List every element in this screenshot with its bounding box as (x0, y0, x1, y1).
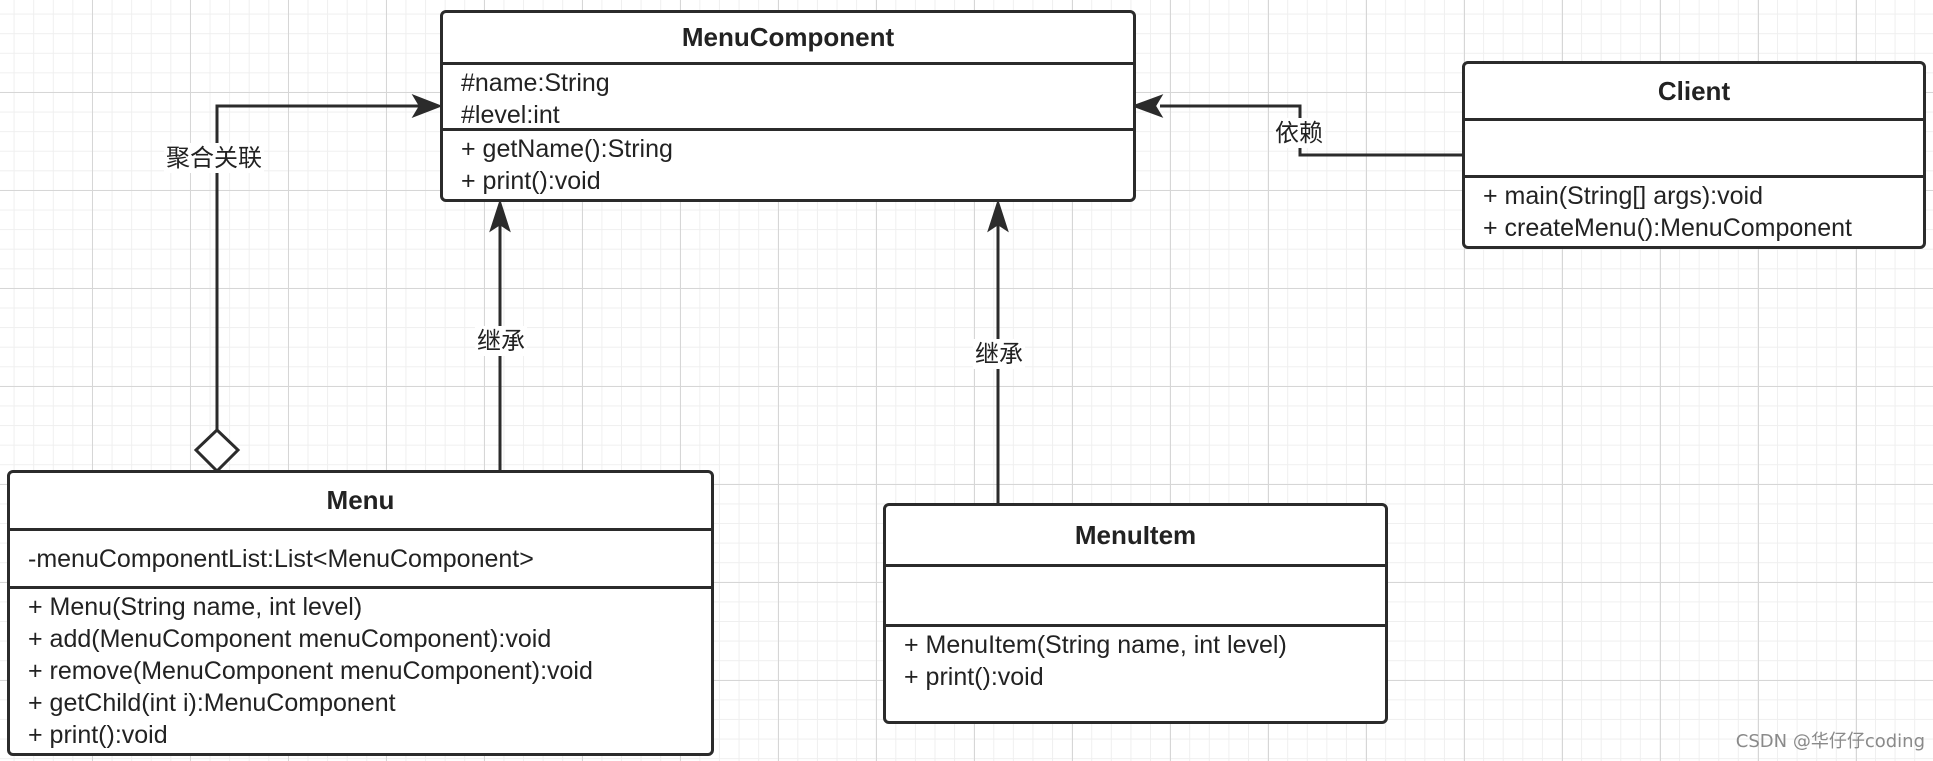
class-name: Client (1465, 64, 1923, 122)
aggregation-line (215, 104, 420, 430)
method: + main(String[] args):void (1483, 182, 1763, 210)
attribute: #name:String (461, 69, 610, 97)
method: + print():void (461, 167, 601, 195)
method: + print():void (904, 663, 1044, 691)
class-menu[interactable]: Menu -menuComponentList:List<MenuCompone… (7, 470, 714, 756)
class-name: MenuComponent (443, 13, 1133, 65)
attribute: #level:int (461, 101, 560, 129)
class-name: MenuItem (886, 506, 1385, 567)
attributes-section: -menuComponentList:List<MenuComponent> (10, 531, 711, 589)
watermark: CSDN @华仔仔coding (1735, 731, 1925, 752)
method: + Menu(String name, int level) (28, 593, 363, 621)
dependency-label: 依赖 (1273, 118, 1325, 148)
attributes-section: #name:String #level:int (443, 65, 1133, 131)
dependency-arrowhead (1131, 94, 1164, 118)
method: + MenuItem(String name, int level) (904, 631, 1287, 659)
aggregation-arrowhead (411, 94, 443, 118)
methods-section: + getName():String + print():void (443, 131, 1133, 199)
attributes-section (1465, 121, 1923, 178)
class-menu-component[interactable]: MenuComponent #name:String #level:int + … (440, 10, 1136, 202)
methods-section: + Menu(String name, int level) + add(Men… (10, 589, 711, 753)
class-menu-item[interactable]: MenuItem + MenuItem(String name, int lev… (883, 503, 1388, 724)
methods-section: + main(String[] args):void + createMenu(… (1465, 178, 1923, 246)
class-client[interactable]: Client + main(String[] args):void + crea… (1462, 61, 1926, 249)
menu-inherit-arrowhead (489, 198, 511, 233)
aggregation-label: 聚合关联 (164, 143, 264, 173)
method: + add(MenuComponent menuComponent):void (28, 625, 552, 653)
class-name: Menu (10, 473, 711, 532)
method: + createMenu():MenuComponent (1483, 214, 1852, 242)
method: + getName():String (461, 135, 673, 163)
method: + getChild(int i):MenuComponent (28, 689, 396, 717)
menu-inherit-label: 继承 (475, 326, 527, 356)
methods-section: + MenuItem(String name, int level) + pri… (886, 627, 1385, 695)
attribute: -menuComponentList:List<MenuComponent> (28, 544, 534, 573)
menu-item-inherit-arrowhead (987, 198, 1009, 233)
aggregation-diamond (193, 427, 241, 474)
method: + remove(MenuComponent menuComponent):vo… (28, 657, 593, 685)
method: + print():void (28, 721, 168, 749)
menu-item-inherit-label: 继承 (973, 339, 1025, 369)
attributes-section (886, 567, 1385, 627)
